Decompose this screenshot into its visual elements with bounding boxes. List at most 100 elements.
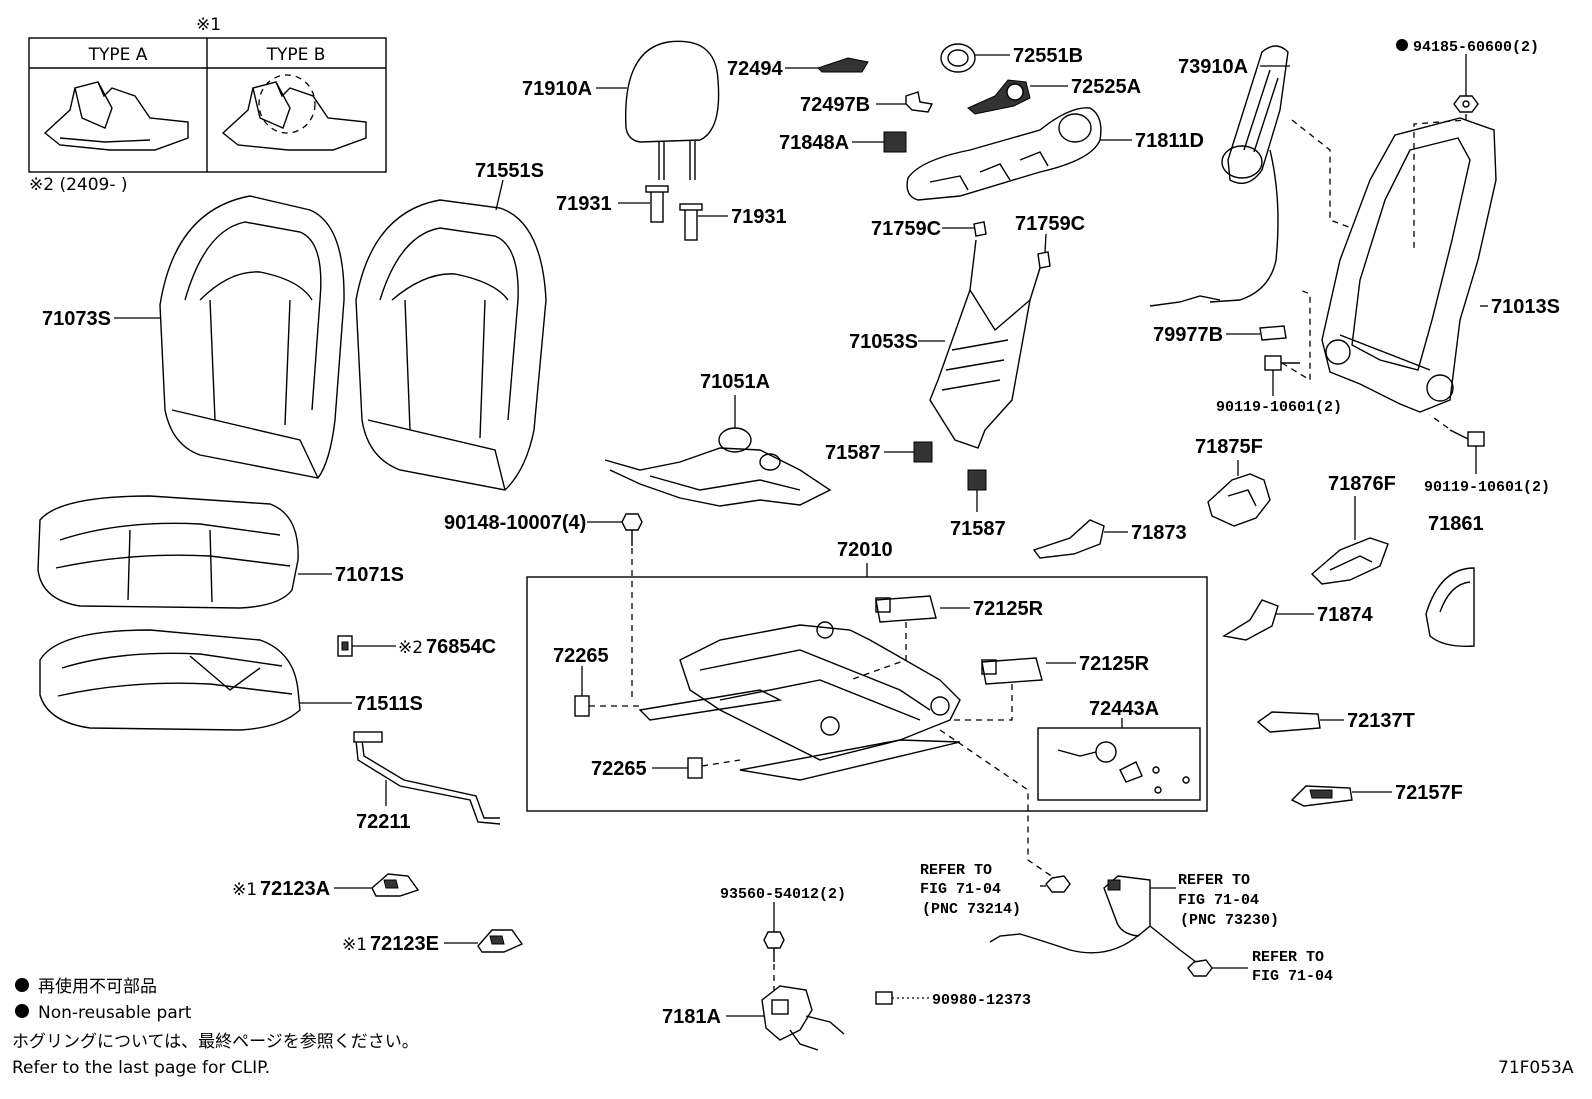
label-71861: 71861 [1428, 513, 1484, 535]
label-71551S: 71551S [475, 160, 544, 182]
refer-2-line2: FIG 71-04 [1178, 892, 1259, 909]
legend-jp: 再使用不可部品 [38, 976, 157, 997]
headrest-guide-71931-left [618, 185, 669, 223]
label-plate-79977B [1226, 325, 1287, 341]
cover-71873 [1032, 519, 1128, 559]
frame-71013S [1321, 117, 1497, 413]
knob-72551B [940, 43, 1010, 73]
label-71051A: 71051A [700, 371, 770, 393]
label-90148-10007: 90148-10007(4) [444, 512, 586, 534]
recliner-72443A [1057, 741, 1190, 794]
bolt-90119-10601-upper [1264, 289, 1311, 396]
lumbar-71053S [918, 239, 1041, 449]
label-72123E: 72123E [370, 933, 439, 955]
cover-71876F [1310, 496, 1389, 585]
label-72010: 72010 [837, 539, 893, 561]
label-7181A: 7181A [662, 1006, 721, 1028]
label-71931-right: 71931 [731, 206, 787, 228]
cover-72123E [444, 929, 524, 953]
wire-72211 [353, 731, 501, 825]
clip-note-en: Refer to the last page for CLIP. [12, 1058, 270, 1078]
label-71013S: 71013S [1491, 296, 1560, 318]
label-71875F: 71875F [1195, 436, 1263, 458]
lever-72525A [967, 79, 1068, 115]
seatback-cover-71073S [114, 195, 345, 479]
seat-track-72010 [638, 621, 961, 781]
cover-72265-lower [652, 757, 741, 779]
connector-90980-12373 [875, 991, 930, 1005]
label-71848A: 71848A [779, 132, 849, 154]
label-72494: 72494 [727, 58, 783, 80]
headrest-71910A [596, 40, 720, 180]
mark-72123E: ※1 [342, 935, 367, 955]
clip-71587-right [967, 469, 987, 512]
seat-track-assembly-box-72010 [526, 576, 1208, 812]
harness-71051A [604, 395, 832, 507]
cushion-pad-71511S [39, 629, 352, 731]
clip-76854C [337, 635, 396, 657]
label-71587-right: 71587 [950, 518, 1006, 540]
type-a-part-drawing [43, 81, 189, 151]
legend: 再使用不可部品 Non-reusable part ホグリングについては、最終ペ… [12, 976, 419, 1078]
clip-71587-left [884, 441, 933, 463]
legend-en: Non-reusable part [38, 1003, 192, 1023]
label-90119-10601-upper: 90119-10601(2) [1216, 399, 1342, 416]
label-94185-60600: 94185-60600(2) [1413, 39, 1539, 56]
refer-2-line3: (PNC 73230) [1180, 912, 1279, 929]
knob-71861 [1425, 567, 1475, 647]
refer-3-line2: FIG 71-04 [1252, 968, 1333, 985]
cover-72265-upper [574, 666, 640, 717]
refer-1-line1: REFER TO [920, 862, 992, 879]
clip-71759C-right [1037, 233, 1051, 269]
label-72265-lower: 72265 [591, 758, 647, 780]
part-72494 [785, 57, 869, 73]
label-71931-left: 71931 [556, 193, 612, 215]
refer-1-line2: FIG 71-04 [920, 881, 1001, 898]
inset-note: ※2 (2409- ) [29, 175, 128, 195]
legend-dot-en [15, 1004, 29, 1018]
refer-2-line1: REFER TO [1178, 872, 1250, 889]
motor-72125R-upper [849, 595, 970, 681]
label-71874: 71874 [1317, 604, 1373, 626]
label-90980-12373: 90980-12373 [932, 992, 1031, 1009]
label-71053S: 71053S [849, 331, 918, 353]
label-72551B: 72551B [1013, 45, 1083, 67]
label-72443A: 72443A [1089, 698, 1159, 720]
clip-71759C-left [942, 221, 987, 237]
label-76854C: 76854C [426, 636, 496, 658]
headrest-guide-71931-right [679, 203, 728, 241]
label-72123A: 72123A [260, 878, 330, 900]
nut-refer-buckle [1187, 959, 1248, 977]
nut-94185-60600 [1413, 54, 1479, 250]
label-71811D: 71811D [1135, 130, 1204, 152]
label-72211: 72211 [356, 811, 411, 833]
label-71873: 71873 [1131, 522, 1187, 544]
type-b-part-drawing [221, 74, 367, 151]
inset-mark: ※1 [196, 15, 221, 35]
figure-id: 71F053A [1498, 1058, 1574, 1078]
label-90119-10601-lower: 90119-10601(2) [1424, 479, 1550, 496]
cover-72157F [1290, 785, 1392, 807]
label-73910A: 73910A [1178, 56, 1248, 78]
seatback-pad-71551S [355, 179, 547, 491]
nut-refer-73214 [1040, 875, 1071, 893]
refer-1-line3: (PNC 73214) [922, 901, 1021, 918]
clip-note-jp: ホグリングについては、最終ページを参照ください。 [12, 1032, 419, 1052]
sub-box-72443A [1037, 727, 1201, 801]
part-72497B [876, 91, 934, 113]
refer-3-line1: REFER TO [1252, 949, 1324, 966]
legend-dot-jp [15, 978, 29, 992]
cover-72123A [334, 873, 420, 897]
motor-72125R-lower [950, 657, 1076, 721]
label-71073S: 71073S [42, 308, 111, 330]
mark-76854C: ※2 [398, 638, 423, 658]
cover-71874 [1222, 599, 1314, 641]
part-71848A [852, 131, 907, 153]
label-71910A: 71910A [522, 78, 592, 100]
label-71759C-right: 71759C [1015, 213, 1085, 235]
mark-72123A: ※1 [232, 880, 257, 900]
bolt-93560-54012 [763, 902, 785, 990]
label-72525A: 72525A [1071, 76, 1141, 98]
label-71071S: 71071S [335, 564, 404, 586]
